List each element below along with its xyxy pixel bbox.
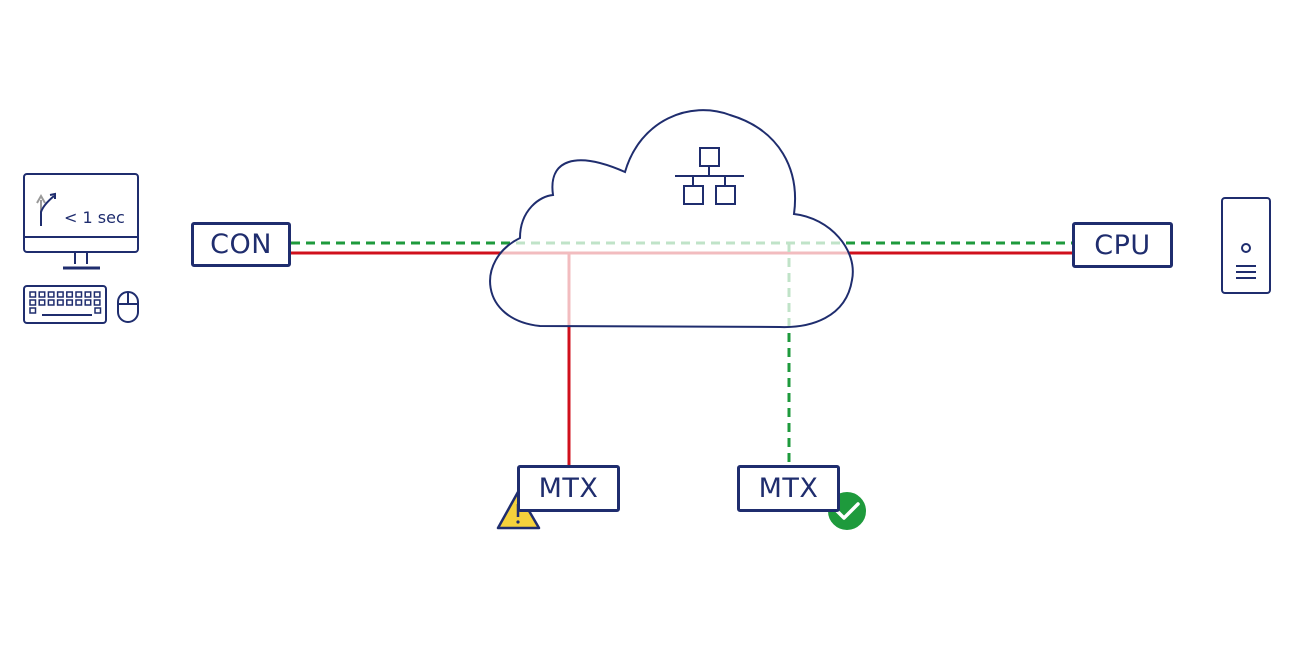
mouse-icon xyxy=(117,291,139,323)
network-icon xyxy=(675,147,744,205)
latency-arrow-icon xyxy=(36,192,56,226)
mtx-right-label: MTX xyxy=(758,473,819,504)
mtx-left-label: MTX xyxy=(538,473,599,504)
server-tower-icon xyxy=(1221,197,1271,294)
monitor-icon xyxy=(23,173,139,270)
mtx-node-warning: MTX xyxy=(517,465,620,512)
con-node: CON xyxy=(191,222,291,267)
network-cloud xyxy=(489,109,854,329)
keyboard-icon xyxy=(23,285,107,324)
con-label: CON xyxy=(210,229,272,260)
cpu-label: CPU xyxy=(1094,229,1151,261)
mtx-node-ok: MTX xyxy=(737,465,840,512)
latency-label: < 1 sec xyxy=(64,208,125,227)
cpu-node: CPU xyxy=(1072,222,1173,268)
